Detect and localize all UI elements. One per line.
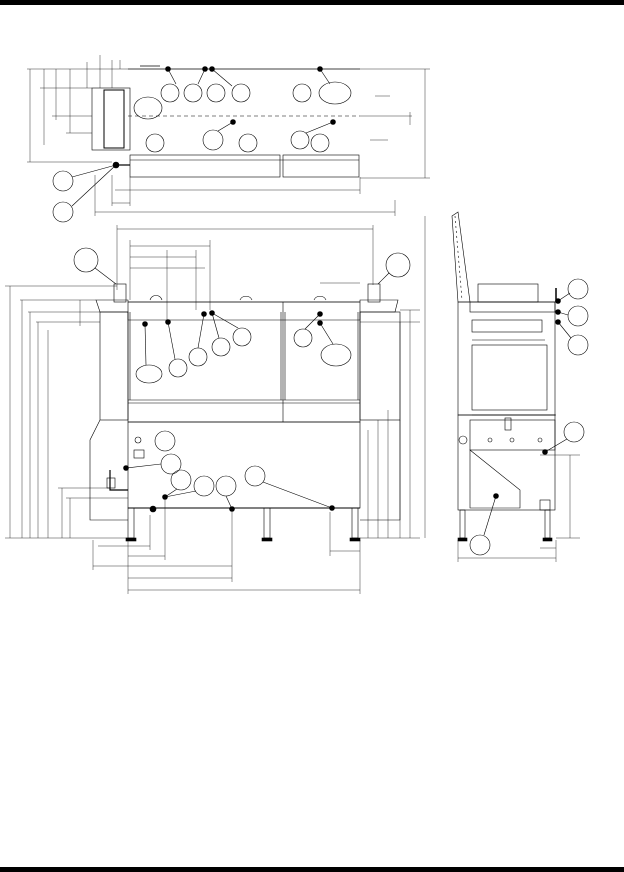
side-elevation: [451, 211, 589, 562]
plan-view: [27, 55, 430, 223]
front-elevation: [5, 216, 426, 594]
top-border-bar: [0, 0, 624, 5]
bottom-border-bar: [0, 867, 624, 872]
